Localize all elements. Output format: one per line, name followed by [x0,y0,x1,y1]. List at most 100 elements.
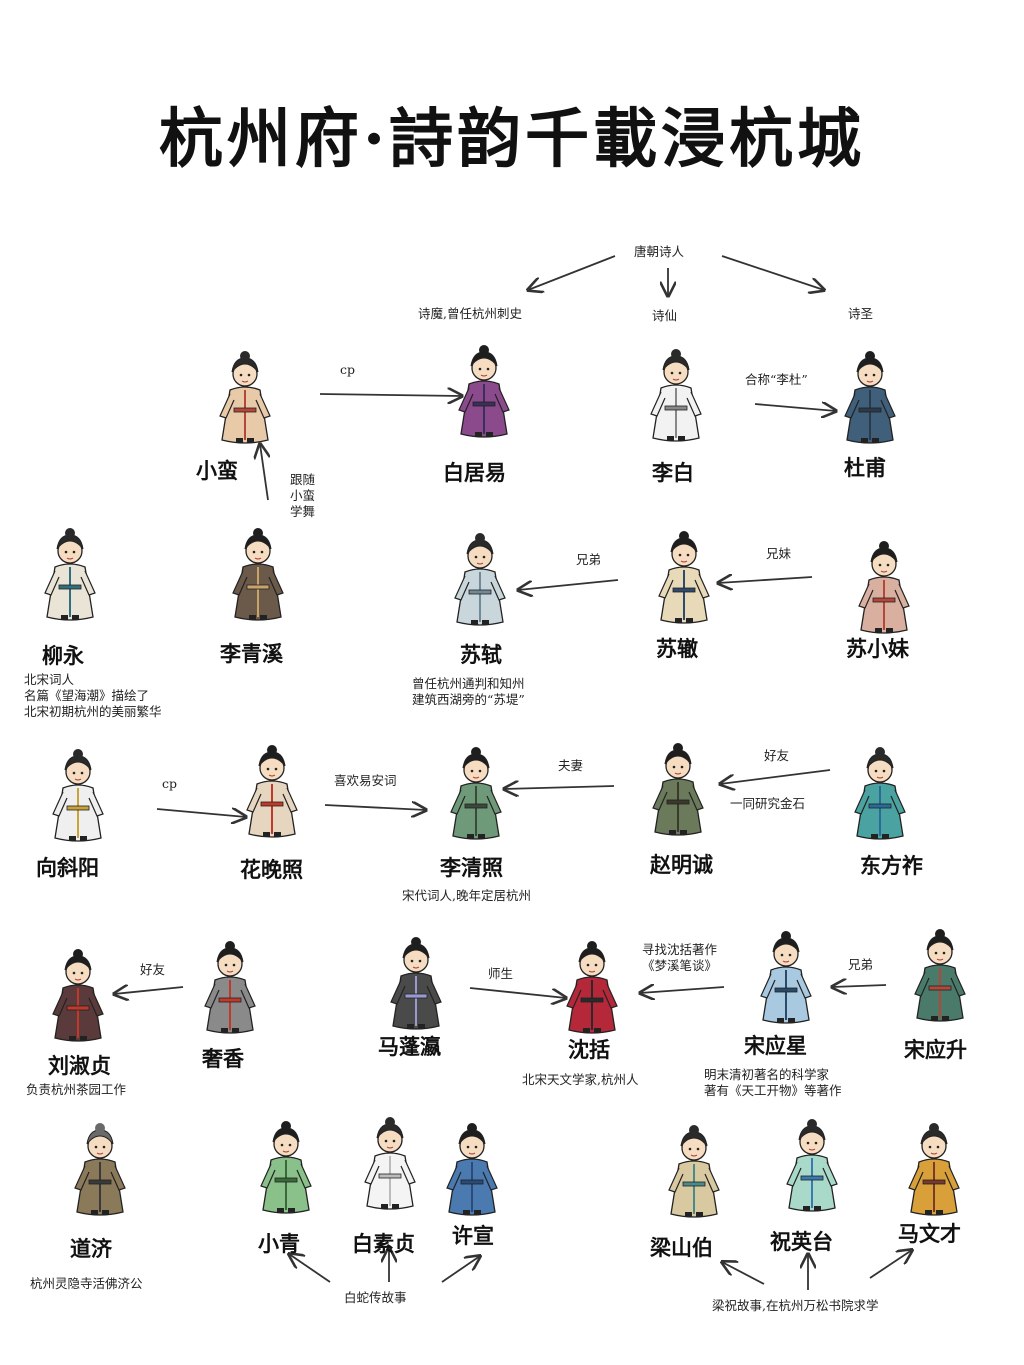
note-liushuzhen: 负责杭州茶园工作 [26,1082,126,1098]
figure-liqingzhao [450,747,502,840]
figure-baisuzhen [364,1117,416,1210]
label-baishe-story: 白蛇传故事 [344,1290,407,1305]
label-shimo: 诗魔,曾任杭州刺史 [418,306,522,321]
note-liushuzhen-line-1: 负责杭州茶园工作 [26,1082,127,1097]
label-jinshi: 一同研究金石 [730,796,806,811]
arrow-xiaoman-to-baijuyi [319,394,462,396]
figure-zhaomingcheng [652,743,704,836]
label-xiongdi-su: 兄弟 [576,552,602,567]
note-sushi-line-2: 建筑西湖旁的“苏堤” [412,692,525,707]
name-xiaoqing: 小青 [258,1231,300,1256]
figure-xiangxieyang [52,749,104,842]
figure-sushi [454,533,506,626]
figure-libai [650,349,702,442]
name-sushi: 苏轼 [460,642,502,667]
figure-suxiaomei [858,541,910,634]
arrow-xiangxieyang-to-huawanzhao [156,809,246,817]
figure-dufu [844,351,896,444]
label-cp-xiang-hua: cp [162,776,178,791]
name-baisuzhen: 白素贞 [352,1231,415,1256]
note-daoji-line-1: 杭州灵隐寺活佛济公 [30,1276,143,1291]
arrow-tang-to-baijuyi [528,255,616,290]
arrow-baishe-to-xiaoqing [289,1254,331,1283]
note-sushi: 曾任杭州通判和知州 建筑西湖旁的“苏堤” [412,676,525,708]
figure-daoji [74,1123,126,1216]
figure-songyingxing [760,931,812,1024]
arrow-baishe-to-xuxuan [441,1256,480,1283]
figure-mapengying [390,937,442,1030]
label-tang-poets: 唐朝诗人 [634,244,685,259]
figure-suzhe [658,531,710,624]
name-xiangxieyang: 向斜阳 [36,855,99,880]
label-shixian: 诗仙 [652,308,678,323]
arrow-suxiaomei-to-suzhe [718,577,813,583]
figure-liangshanbo [668,1125,720,1218]
name-baijuyi: 白居易 [443,460,506,485]
arrow-songyingsheng-to-songyingxing [832,985,887,987]
label-shisheng: 诗圣 [848,306,874,321]
note-liqingzhao-line-1: 宋代词人,晚年定居杭州 [402,888,531,903]
arrow-liangzhu-to-liangshanbo [722,1262,765,1285]
note-shenkuo-line-1: 北宋天文学家,杭州人 [522,1072,639,1087]
figure-xuxuan [446,1123,498,1216]
figure-zhuyingtai [786,1119,838,1212]
name-dufu: 杜甫 [844,455,886,480]
name-dongfangzuo: 东方祚 [860,853,923,878]
figure-huawanzhao [246,745,298,838]
label-follow-line-3: 学舞 [290,504,316,519]
name-xuxuan: 许宣 [452,1223,494,1248]
note-liqingzhao: 宋代词人,晚年定居杭州 [402,888,531,904]
arrow-libai-to-dufu [754,404,836,411]
label-haoyou-shexiang: 好友 [140,962,166,977]
name-liangshanbo: 梁山伯 [650,1235,713,1260]
arrow-mapengying-to-shenkuo [469,987,566,998]
name-liqingzhao: 李清照 [440,855,503,880]
note-daoji: 杭州灵隐寺活佛济公 [30,1276,143,1292]
figure-xiaoman [219,351,271,444]
note-liuyong-line-3: 北宋初期杭州的美丽繁华 [24,704,162,719]
arrow-shexiang-to-liushuzhen [114,987,184,994]
name-xiaoman: 小蛮 [196,458,238,483]
page-title: 杭州府·詩韵千載浸杭城 [158,102,866,177]
label-follow-xiaoman: 跟随 小蛮 学舞 [290,472,315,520]
arrow-liangzhu-to-mawencai [869,1250,912,1279]
name-libai: 李白 [652,460,694,485]
note-songyingxing-line-2: 著有《天工开物》等著作 [704,1083,842,1098]
figure-xiaoqing [260,1121,312,1214]
name-liuyong: 柳永 [42,643,84,668]
note-sushi-line-1: 曾任杭州通判和知州 [412,676,525,691]
arrow-liqingxi-to-xiaoman [260,444,268,501]
arrow-zhaomingcheng-to-liqingzhao [504,786,615,789]
figure-mawencai [908,1123,960,1216]
label-cp-xiaoman-baijuyi: cp [340,362,356,377]
arrow-tang-to-dufu [721,255,824,290]
name-liqingxi: 李青溪 [220,641,283,666]
note-songyingxing-line-1: 明末清初著名的科学家 [704,1067,830,1082]
label-haoyou-dongfang: 好友 [764,748,790,763]
name-mawencai: 马文才 [898,1221,961,1246]
label-xiongmei-su: 兄妹 [766,546,792,561]
label-follow-line-2: 小蛮 [290,488,316,503]
note-shenkuo: 北宋天文学家,杭州人 [522,1072,638,1088]
name-zhaomingcheng: 赵明诚 [650,852,713,877]
label-xunzhao-line-2: 《梦溪笔谈》 [642,958,718,973]
label-fuqi: 夫妻 [558,758,584,773]
label-liangzhu-story: 梁祝故事,在杭州万松书院求学 [712,1298,879,1313]
figure-shenkuo [566,941,618,1034]
label-xunzhao-line-1: 寻找沈括著作 [642,942,718,957]
label-xunzhao: 寻找沈括著作 《梦溪笔谈》 [642,942,717,974]
note-liuyong: 北宋词人 名篇《望海潮》描绘了 北宋初期杭州的美丽繁华 [24,672,162,720]
name-zhuyingtai: 祝英台 [770,1229,833,1254]
figure-dongfangzuo [854,747,906,840]
name-daoji: 道济 [70,1236,112,1261]
name-suzhe: 苏辙 [656,636,698,661]
label-heli-du: 合称“李杜” [745,372,808,387]
arrow-dongfangzuo-to-zhaomingcheng [720,769,831,784]
name-mapengying: 马蓬瀛 [378,1034,441,1059]
note-liuyong-line-2: 名篇《望海潮》描绘了 [24,688,150,703]
note-songyingxing: 明末清初著名的科学家 著有《天工开物》等著作 [704,1067,842,1099]
name-huawanzhao: 花晚照 [240,857,303,882]
name-shexiang: 奢香 [202,1046,244,1071]
